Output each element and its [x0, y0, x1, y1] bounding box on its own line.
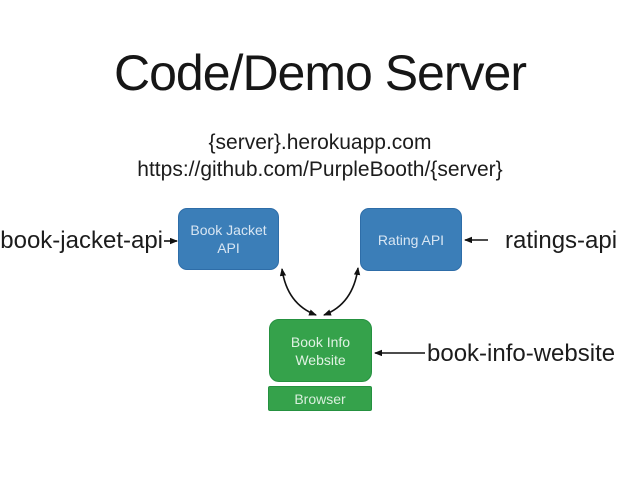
slide-title: Code/Demo Server	[114, 45, 527, 101]
browser-box: Browser	[268, 386, 372, 411]
box-label-line: Book Info	[290, 333, 351, 350]
box-label-line: Browser	[294, 390, 346, 407]
book-jacket-api-box: Book Jacket API	[178, 208, 279, 270]
server-urls: {server}.herokuapp.com https://github.co…	[0, 129, 640, 183]
book-info-website-box: Book Info Website	[269, 319, 372, 382]
rating-api-box: Rating API	[360, 208, 462, 271]
arrow-website-to-book-jacket-api	[279, 268, 317, 316]
box-label-line: Book Jacket	[190, 222, 267, 238]
heroku-url: {server}.herokuapp.com	[208, 131, 432, 154]
annotation-book-info-website: book-info-website	[427, 340, 616, 367]
arrow-website-to-rating-api	[323, 267, 361, 316]
annotation-book-jacket-api: book-jacket-api	[0, 227, 163, 254]
annotation-ratings-api: ratings-api	[505, 227, 618, 254]
box-label-line: Rating API	[377, 231, 445, 248]
github-url: https://github.com/PurpleBooth/{server}	[137, 158, 503, 181]
box-label-line: Website	[295, 351, 346, 368]
box-label-line: API	[217, 240, 240, 256]
